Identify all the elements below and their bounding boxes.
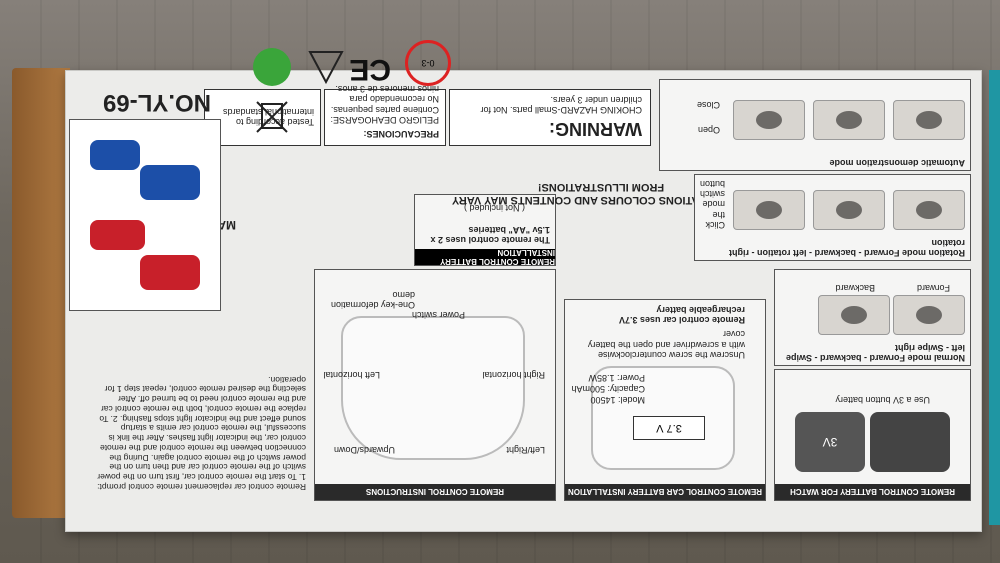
car-photo-panel xyxy=(69,119,221,311)
blue-stunt-car-2 xyxy=(90,140,140,170)
age-badge: 0-3 xyxy=(421,58,435,68)
weee-bin-icon xyxy=(253,98,291,136)
hand-rotate-2 xyxy=(813,190,885,230)
click-mode-label: Click the mode switch button xyxy=(699,178,725,230)
battery-power: Power: 1.85W xyxy=(588,373,645,383)
upside-down-print: REMOTE CONTROL BATTERY FOR WATCH 3V Use … xyxy=(66,40,981,531)
label-right-horizontal: Right horizontal xyxy=(482,370,545,380)
red-stunt-car xyxy=(140,255,200,290)
battery-model: Model: 14500 xyxy=(590,395,645,405)
normal-mode-label: Normal mode Forward - backward - Swipe l… xyxy=(785,342,965,363)
remote-controller-image xyxy=(341,316,525,460)
watch-battery-panel: REMOTE CONTROL BATTERY FOR WATCH 3V Use … xyxy=(774,369,971,501)
car-battery-title: REMOTE CONTROL CAR BATTERY INSTALLATION xyxy=(565,484,765,500)
hand-rotate-1 xyxy=(893,190,965,230)
watch-battery-3v: 3V xyxy=(795,412,865,472)
remote-instructions-panel: REMOTE CONTROL INSTRUCTIONS Left/Right U… xyxy=(314,269,556,501)
warning-title: WARNING: xyxy=(549,119,642,139)
remote-battery-title: REMOTE CONTROL BATTERY INSTALLATION xyxy=(415,248,555,266)
forward-label: Forward xyxy=(916,283,950,293)
warning-box: WARNING: CHOKING HAZARD-Small parts. Not… xyxy=(449,89,651,146)
box-edge-teal xyxy=(989,70,1000,525)
blue-stunt-car xyxy=(140,165,200,200)
label-left-right: Left/Right xyxy=(506,445,545,455)
toy-box-back-panel: REMOTE CONTROL BATTERY FOR WATCH 3V Use … xyxy=(65,40,982,532)
hand-forward xyxy=(893,295,965,335)
recycle-triangle-icon xyxy=(306,46,346,86)
hand-auto-3 xyxy=(733,100,805,140)
remote-instructions-text: Remote control car replacement remote co… xyxy=(97,374,306,492)
precautions-text: PELIGRO DEAHOGARSE: Contiene partes pequ… xyxy=(330,83,439,125)
hand-auto-2 xyxy=(813,100,885,140)
green-dot-icon xyxy=(253,48,291,86)
rotation-mode-panel: Rotation mode Forward - backward - left … xyxy=(694,174,971,261)
label-one-key: One-key deformation demo xyxy=(330,289,415,310)
backward-label: Backward xyxy=(835,283,875,293)
precautions-box: PRECAUCIONES: PELIGRO DEAHOGARSE: Contie… xyxy=(324,84,446,146)
close-label: Close xyxy=(696,100,720,110)
auto-mode-label: Automatic demonstration mode xyxy=(829,158,965,168)
voltage-label: 3.7 V xyxy=(633,416,705,440)
label-power-switch: Power switch xyxy=(411,310,465,320)
auto-mode-panel: Automatic demonstration mode Open Close xyxy=(659,79,971,171)
rotation-mode-label: Rotation mode Forward - backward - left … xyxy=(728,237,965,258)
car-battery-panel: REMOTE CONTROL CAR BATTERY INSTALLATION … xyxy=(564,299,766,501)
normal-mode-panel: Normal mode Forward - backward - Swipe l… xyxy=(774,269,971,366)
hand-auto-1 xyxy=(893,100,965,140)
warning-text: CHOKING HAZARD-Small parts. Not for chil… xyxy=(480,94,642,115)
open-label: Open xyxy=(697,125,720,135)
hand-backward xyxy=(818,295,890,335)
model-number: NO.YL-69 xyxy=(102,89,211,116)
remote-instructions-title: REMOTE CONTROL INSTRUCTIONS xyxy=(315,484,555,500)
red-stunt-car-2 xyxy=(90,220,145,250)
screwdriver-text: Unscrew the screw counterclockwise with … xyxy=(587,329,745,360)
age-warning-icon: 0-3 xyxy=(405,40,451,86)
label-upwards: Upwards/Down xyxy=(333,445,395,455)
battery-capacity: Capacity: 500mAh xyxy=(571,384,645,394)
remote-battery-text: The remote control uses 2 x 1.5v "AA" ba… xyxy=(430,224,550,245)
hand-rotate-3 xyxy=(733,190,805,230)
watch-battery-title: REMOTE CONTROL BATTERY FOR WATCH xyxy=(775,484,970,500)
label-left-horizontal: Left horizontal xyxy=(323,370,380,380)
precautions-title: PRECAUCIONES: xyxy=(363,129,439,139)
cardboard-flap xyxy=(12,68,70,518)
watch-note: Use a 3V button battery xyxy=(835,395,930,405)
watch-image xyxy=(870,412,950,472)
car-battery-text: Remote control car uses 3.7V rechargeabl… xyxy=(618,304,745,325)
ce-mark-icon: CE xyxy=(349,53,391,86)
